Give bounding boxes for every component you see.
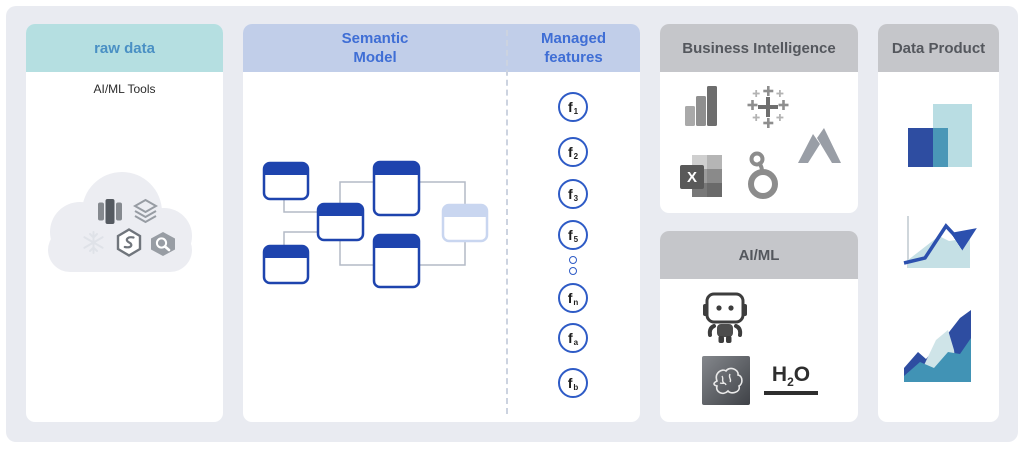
- er-table-middle: [316, 202, 365, 242]
- er-table-top-center: [372, 160, 421, 217]
- line-chart-arrow-icon: [903, 216, 977, 268]
- features-divider-dashed-line: [506, 30, 508, 414]
- er-table-bottom-left: [262, 244, 310, 285]
- stacked-area-chart-icon: [904, 310, 971, 382]
- semantic-model-er-diagram: [262, 160, 489, 289]
- ai-ml-title: AI/ML: [738, 246, 780, 264]
- snowflake-s-hexagon-icon: [116, 228, 142, 257]
- panel-semantic-model: Semantic Model Managed features: [243, 24, 640, 422]
- er-table-bottom-center: [372, 233, 421, 289]
- raw-data-title: raw data: [94, 39, 155, 57]
- feature-ellipsis-dot: [569, 256, 577, 264]
- snowflake-icon: [83, 231, 104, 254]
- robot-icon: [703, 292, 747, 343]
- azure-icon: [798, 128, 841, 163]
- excel-icon: X: [680, 155, 722, 197]
- business-intelligence-title: Business Intelligence: [682, 39, 836, 57]
- bigquery-icon: [151, 232, 175, 256]
- er-table-top-left: [262, 161, 310, 201]
- er-table-right-light: [441, 203, 489, 243]
- panel-ai-ml: AI/ML: [660, 231, 858, 422]
- looker-icon: [748, 151, 778, 199]
- h2o-icon: H2O: [764, 363, 818, 396]
- ai-ml-header: AI/ML: [660, 231, 858, 279]
- redshift-icon: [98, 199, 122, 224]
- power-bi-icon: [685, 86, 717, 126]
- brain-chip-icon: [702, 356, 750, 405]
- managed-features-title: Managed features: [540, 30, 606, 66]
- semantic-model-header: [243, 24, 640, 72]
- delta-lake-layers-icon: [133, 198, 158, 224]
- data-product-title: Data Product: [891, 39, 986, 57]
- business-intelligence-header: Business Intelligence: [660, 24, 858, 72]
- raw-data-header: raw data: [26, 24, 223, 72]
- overlap-bar-chart-icon: [908, 104, 972, 167]
- tableau-icon: [747, 86, 789, 128]
- panel-business-intelligence: Business Intelligence: [660, 24, 858, 213]
- semantic-model-title: Semantic Model: [341, 30, 409, 66]
- data-product-header: Data Product: [878, 24, 999, 72]
- feature-ellipsis-dot: [569, 267, 577, 275]
- aiml-tools-label: AI/ML Tools: [93, 82, 156, 96]
- excel-x-letter: X: [687, 169, 697, 186]
